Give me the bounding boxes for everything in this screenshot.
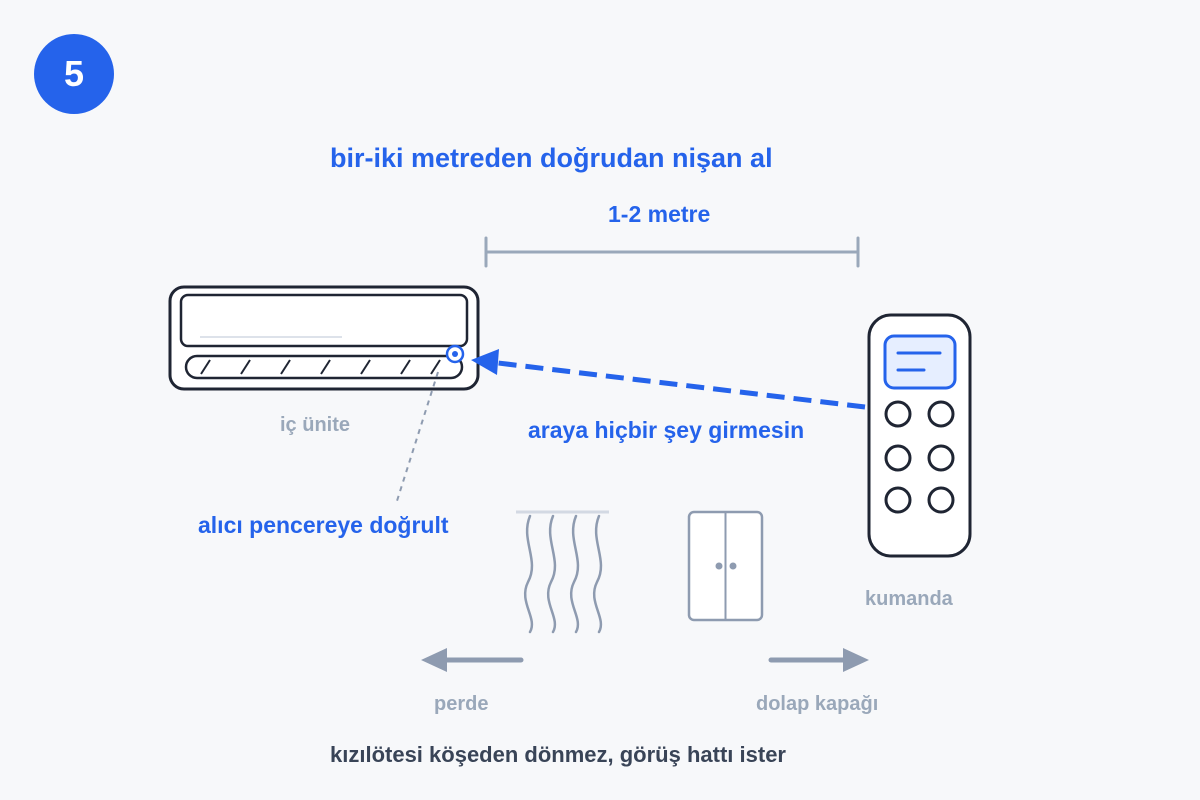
curtain-icon [516, 510, 609, 634]
clear-path-label: araya hiçbir şey girmesin [528, 417, 805, 443]
distance-bracket [484, 236, 860, 268]
receiver-window-icon [445, 344, 465, 364]
footer-note: kızılötesi köşeden dönmez, görüş hattı i… [330, 742, 786, 767]
remote-control-icon [867, 313, 972, 558]
cabinet-door-icon [687, 510, 764, 622]
cabinet-door-label: dolap kapağı [756, 693, 879, 715]
indoor-unit-label: iç ünite [280, 414, 351, 436]
receiver-note-label: alıcı pencereye doğrult [198, 512, 449, 538]
receiver-pointer-line [395, 371, 439, 505]
remote-label: kumanda [865, 588, 953, 610]
distance-label: 1-2 metre [608, 201, 711, 227]
left-arrow-icon [421, 648, 524, 672]
infrared-beam-arrow [471, 349, 866, 410]
air-conditioner-icon [168, 285, 480, 391]
curtain-label: perde [434, 693, 489, 715]
step-number-badge: 5 [34, 34, 114, 114]
diagram-title: bir-iki metreden doğrudan nişan al [330, 143, 773, 173]
right-arrow-icon [768, 648, 869, 672]
